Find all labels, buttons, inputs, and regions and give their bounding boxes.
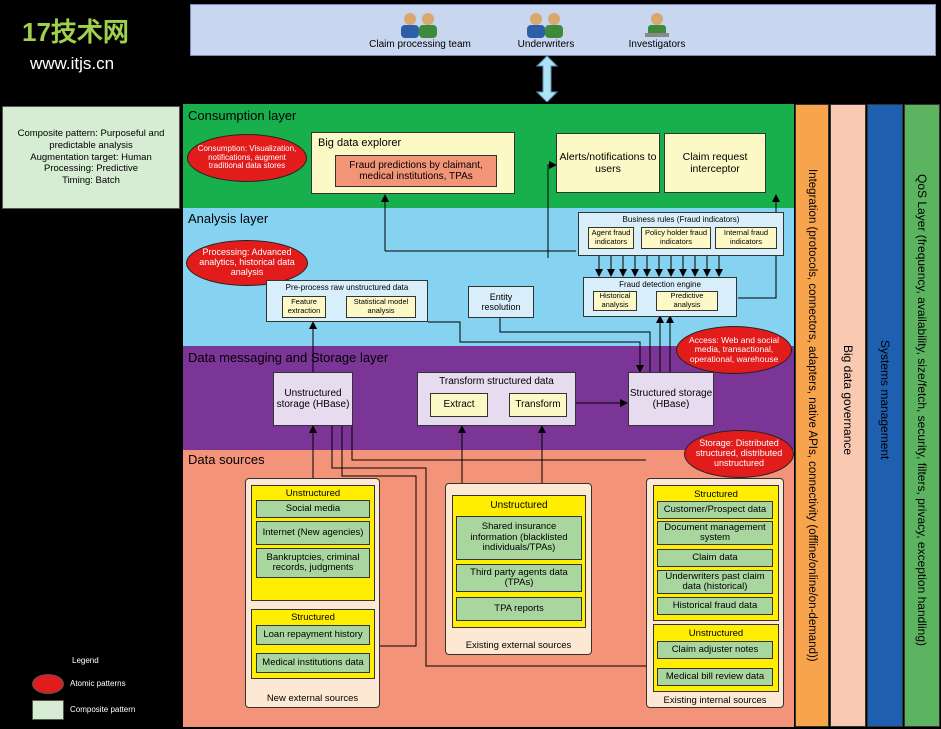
data-source-item: Claim adjuster notes xyxy=(657,641,773,659)
data-source-item: Social media xyxy=(256,500,370,518)
group-label: Structured xyxy=(694,489,738,500)
transform-structured-data-box: Transform structured data Extract Transf… xyxy=(417,372,576,426)
data-source-item: Shared insurance information (blackliste… xyxy=(456,516,582,560)
legend-composite-swatch xyxy=(32,700,64,720)
claim-interceptor-box: Claim request interceptor xyxy=(664,133,766,193)
actor-label: Underwriters xyxy=(517,38,575,50)
structured-storage: Structured storage (HBase) xyxy=(628,372,714,426)
processing-atomic-pattern: Processing: Advanced analytics, historic… xyxy=(186,240,308,286)
transform-box: Transform xyxy=(509,393,567,417)
team-icon xyxy=(401,12,437,38)
policy-holder-indicators: Policy holder fraud indicators xyxy=(641,227,711,249)
data-source-item: Internet (New agencies) xyxy=(256,521,370,545)
preprocess-box: Pre-process raw unstructured data Featur… xyxy=(266,280,428,322)
business-rules-title: Business rules (Fraud indicators) xyxy=(622,215,740,224)
data-source-item: Bankruptcies, criminal records, judgment… xyxy=(256,548,370,578)
qos-label: QoS Layer (frequency, availability, size… xyxy=(915,174,929,646)
double-arrow-icon xyxy=(536,56,558,102)
group-label: Unstructured xyxy=(688,628,744,639)
consumption-atomic-pattern: Consumption: Visualization, notification… xyxy=(187,134,307,182)
big-data-explorer-title: Big data explorer xyxy=(318,137,402,149)
composite-line: Augmentation target: Human xyxy=(30,151,152,163)
legend-atomic-label: Atomic patterns xyxy=(70,679,126,688)
composite-line: Timing: Batch xyxy=(62,175,120,187)
team-icon xyxy=(527,12,563,38)
historical-analysis: Historical analysis xyxy=(593,291,637,311)
new-external-caption: New external sources xyxy=(266,693,359,704)
storage-atomic-pattern: Storage: Distributed structured, distrib… xyxy=(684,430,794,478)
actor-label: Claim processing team xyxy=(369,38,471,50)
governance-label: Big data governance xyxy=(841,344,855,456)
logo-url: www.itjs.cn xyxy=(30,54,115,73)
data-source-item: Medical institutions data xyxy=(256,653,370,673)
existing-internal-caption: Existing internal sources xyxy=(663,695,767,706)
existing-external-caption: Existing external sources xyxy=(465,640,572,651)
group-label: Structured xyxy=(291,612,335,623)
systems-label: Systems management xyxy=(878,340,892,460)
entity-resolution-box: Entity resolution xyxy=(468,286,534,318)
internal-fraud-indicators: Internal fraud indicators xyxy=(715,227,777,249)
alerts-box: Alerts/notifications to users xyxy=(556,133,660,193)
consumption-layer-title: Consumption layer xyxy=(188,108,297,123)
fraud-detection-engine-title: Fraud detection engine xyxy=(619,280,701,289)
qos-column xyxy=(904,104,940,727)
data-source-item: Customer/Prospect data xyxy=(657,501,773,519)
data-source-item: TPA reports xyxy=(456,597,582,621)
integration-column xyxy=(795,104,829,727)
actor-claim-team: Claim processing team xyxy=(360,6,480,54)
data-source-item: Claim data xyxy=(657,549,773,567)
composite-pattern-box: Composite pattern: Purposeful and predic… xyxy=(2,106,180,209)
actor-investigators: Investigators xyxy=(612,6,702,54)
data-source-item: Underwriters past claim data (historical… xyxy=(657,570,773,594)
messaging-layer-title: Data messaging and Storage layer xyxy=(188,350,389,365)
group-label: Unstructured xyxy=(285,488,341,499)
fraud-detection-engine: Fraud detection engine Historical analys… xyxy=(583,277,737,317)
extract-box: Extract xyxy=(430,393,488,417)
feature-extraction: Feature extraction xyxy=(282,296,326,318)
legend-atomic-swatch xyxy=(32,674,64,694)
data-source-item: Loan repayment history xyxy=(256,625,370,645)
data-source-item: Medical bill review data xyxy=(657,668,773,686)
business-rules-box: Business rules (Fraud indicators) Agent … xyxy=(578,212,784,256)
governance-column xyxy=(830,104,866,727)
actor-label: Investigators xyxy=(628,38,686,50)
statistical-model-analysis: Statistical model analysis xyxy=(346,296,416,318)
logo-brand: 17技术网 xyxy=(22,17,129,47)
site-logo: 17技术网 www.itjs.cn xyxy=(18,6,168,78)
composite-line: predictable analysis xyxy=(49,139,133,151)
investigator-icon xyxy=(645,12,669,37)
systems-column xyxy=(867,104,903,727)
predictive-analysis: Predictive analysis xyxy=(656,291,718,311)
composite-line: Processing: Predictive xyxy=(44,163,138,175)
data-source-item: Historical fraud data xyxy=(657,597,773,615)
big-data-explorer: Big data explorer Fraud predictions by c… xyxy=(311,132,515,194)
sources-layer-title: Data sources xyxy=(188,452,265,467)
transform-structured-title: Transform structured data xyxy=(439,376,554,387)
integration-label: Integration (protocols, connectors, adap… xyxy=(806,168,818,662)
fraud-predictions-box: Fraud predictions by claimant, medical i… xyxy=(335,155,497,187)
access-atomic-pattern: Access: Web and social media, transactio… xyxy=(676,326,792,374)
legend-title: Legend xyxy=(72,656,99,665)
composite-line: Composite pattern: Purposeful and xyxy=(17,127,165,139)
data-source-item: Document management system xyxy=(657,521,773,545)
group-label: Unstructured xyxy=(490,500,548,511)
legend-composite-label: Composite pattern xyxy=(70,705,136,714)
preprocess-title: Pre-process raw unstructured data xyxy=(285,283,409,292)
data-source-item: Third party agents data (TPAs) xyxy=(456,564,582,592)
unstructured-storage: Unstructured storage (HBase) xyxy=(273,372,353,426)
analysis-layer-title: Analysis layer xyxy=(188,211,269,226)
actor-underwriters: Underwriters xyxy=(500,6,592,54)
agent-fraud-indicators: Agent fraud indicators xyxy=(588,227,634,249)
